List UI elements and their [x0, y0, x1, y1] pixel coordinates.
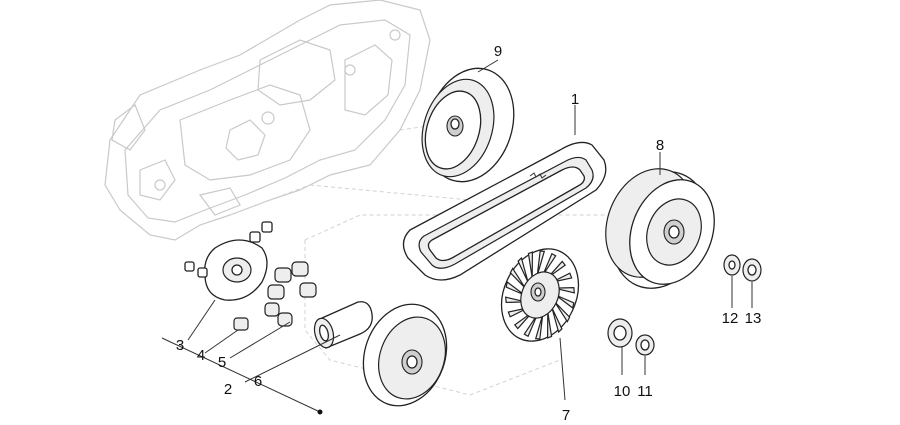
movable-drive-face-part-2: [362, 303, 448, 407]
callout-6: 6: [254, 373, 262, 390]
fan-blade: [542, 252, 557, 276]
slider-part-4: [233, 317, 249, 331]
nut-part-10: [607, 318, 633, 375]
callout-9: 9: [494, 43, 502, 60]
clutch-bell-part-9: [421, 59, 515, 183]
rollers-part-5: [264, 261, 317, 327]
callout-12: 12: [722, 310, 739, 327]
bushing-part-6: [313, 301, 373, 349]
fan-blade: [527, 251, 533, 278]
driven-pulley-part-8: [605, 152, 715, 289]
fan-blade: [536, 250, 546, 276]
drive-belt-part-1: [402, 105, 607, 281]
fan-blade: [551, 307, 563, 334]
fan-blade: [547, 260, 567, 279]
fan-blade: [509, 267, 526, 289]
callout-4: 4: [197, 347, 205, 364]
callout-11: 11: [637, 383, 653, 400]
fan-blade: [555, 294, 575, 310]
ramp-plate-part-3: [184, 221, 273, 301]
washer-part-11: [635, 334, 655, 375]
callout-5: 5: [218, 354, 226, 371]
fan-blade: [534, 314, 544, 340]
callout-3: 3: [176, 337, 184, 354]
fan-blade: [554, 301, 571, 323]
callout-8: 8: [656, 137, 664, 154]
callout-labels: 1 2 3 4 5 6 7 8 9 10 11 12 13: [176, 43, 762, 424]
leader-lines-left: [161, 299, 341, 415]
nut-part-13: [742, 258, 762, 308]
callout-13: 13: [745, 310, 762, 327]
callout-7: 7: [562, 407, 570, 424]
fan-blade: [505, 280, 525, 296]
fan-blade: [547, 312, 553, 339]
fan-blade: [523, 314, 538, 338]
callout-2: 2: [224, 381, 232, 398]
callout-1: 1: [571, 91, 579, 108]
fan-pulley-part-7: [500, 248, 580, 401]
washer-part-12: [723, 254, 741, 308]
fan-blade: [513, 311, 533, 330]
callout-10: 10: [614, 383, 631, 400]
reference-dot: [317, 409, 323, 415]
fan-blade: [517, 256, 529, 283]
